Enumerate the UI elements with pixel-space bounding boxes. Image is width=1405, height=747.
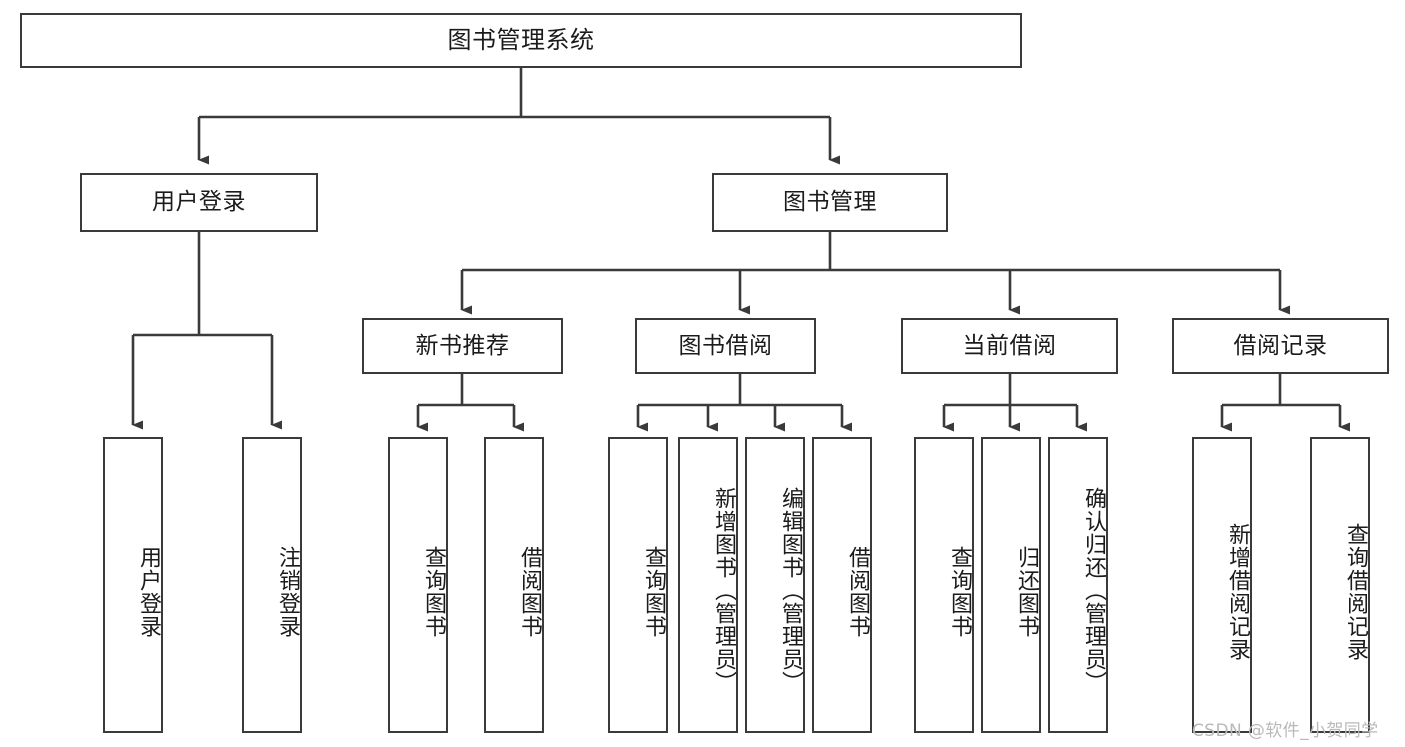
node-leaf-query-record[interactable]: 查询借阅记录 <box>1310 437 1370 733</box>
node-borrow-record[interactable]: 借阅记录 <box>1172 318 1389 374</box>
node-label: 查询图书 <box>421 546 446 638</box>
node-label: 查询图书 <box>641 546 666 638</box>
node-leaf-add-book[interactable]: 新增图书（管理员） <box>678 437 738 733</box>
node-label: 归还图书 <box>1014 546 1039 638</box>
node-label: 新增借阅记录 <box>1225 523 1250 661</box>
node-leaf-query-book-1[interactable]: 查询图书 <box>388 437 448 733</box>
node-label: 借阅图书 <box>517 546 542 638</box>
node-label: 查询图书 <box>947 546 972 638</box>
node-label: 查询借阅记录 <box>1343 523 1368 661</box>
node-leaf-borrow-book-1[interactable]: 借阅图书 <box>484 437 544 733</box>
node-label: 注销登录 <box>275 546 300 638</box>
node-user-login[interactable]: 用户登录 <box>80 173 318 232</box>
node-label: 图书管理 <box>783 189 877 216</box>
node-label: 图书管理系统 <box>447 25 595 54</box>
node-book-manage[interactable]: 图书管理 <box>712 173 948 232</box>
node-leaf-query-book-2[interactable]: 查询图书 <box>608 437 668 733</box>
node-leaf-logout[interactable]: 注销登录 <box>242 437 302 733</box>
node-new-book-recommend[interactable]: 新书推荐 <box>362 318 563 374</box>
node-label: 借阅记录 <box>1233 332 1328 359</box>
node-label: 新增图书（管理员） <box>711 486 736 694</box>
node-label: 新书推荐 <box>415 332 510 359</box>
node-label: 编辑图书（管理员） <box>778 486 803 694</box>
node-label: 当前借阅 <box>962 332 1057 359</box>
node-leaf-query-book-3[interactable]: 查询图书 <box>914 437 974 733</box>
node-label: 用户登录 <box>152 189 246 216</box>
node-label: 用户登录 <box>136 546 161 638</box>
node-leaf-borrow-book-2[interactable]: 借阅图书 <box>812 437 872 733</box>
node-label: 确认归还（管理员） <box>1081 486 1106 694</box>
node-current-borrow[interactable]: 当前借阅 <box>901 318 1118 374</box>
node-label: 图书借阅 <box>678 332 773 359</box>
node-root-book-management-system[interactable]: 图书管理系统 <box>20 13 1022 68</box>
node-leaf-edit-book[interactable]: 编辑图书（管理员） <box>745 437 805 733</box>
node-leaf-return-book[interactable]: 归还图书 <box>981 437 1041 733</box>
csdn-watermark: CSDN @软件_小贺同学 <box>1192 721 1379 741</box>
node-leaf-add-record[interactable]: 新增借阅记录 <box>1192 437 1252 733</box>
node-label: 借阅图书 <box>845 546 870 638</box>
node-leaf-user-login[interactable]: 用户登录 <box>103 437 163 733</box>
node-leaf-confirm-return[interactable]: 确认归还（管理员） <box>1048 437 1108 733</box>
node-book-borrow[interactable]: 图书借阅 <box>635 318 816 374</box>
